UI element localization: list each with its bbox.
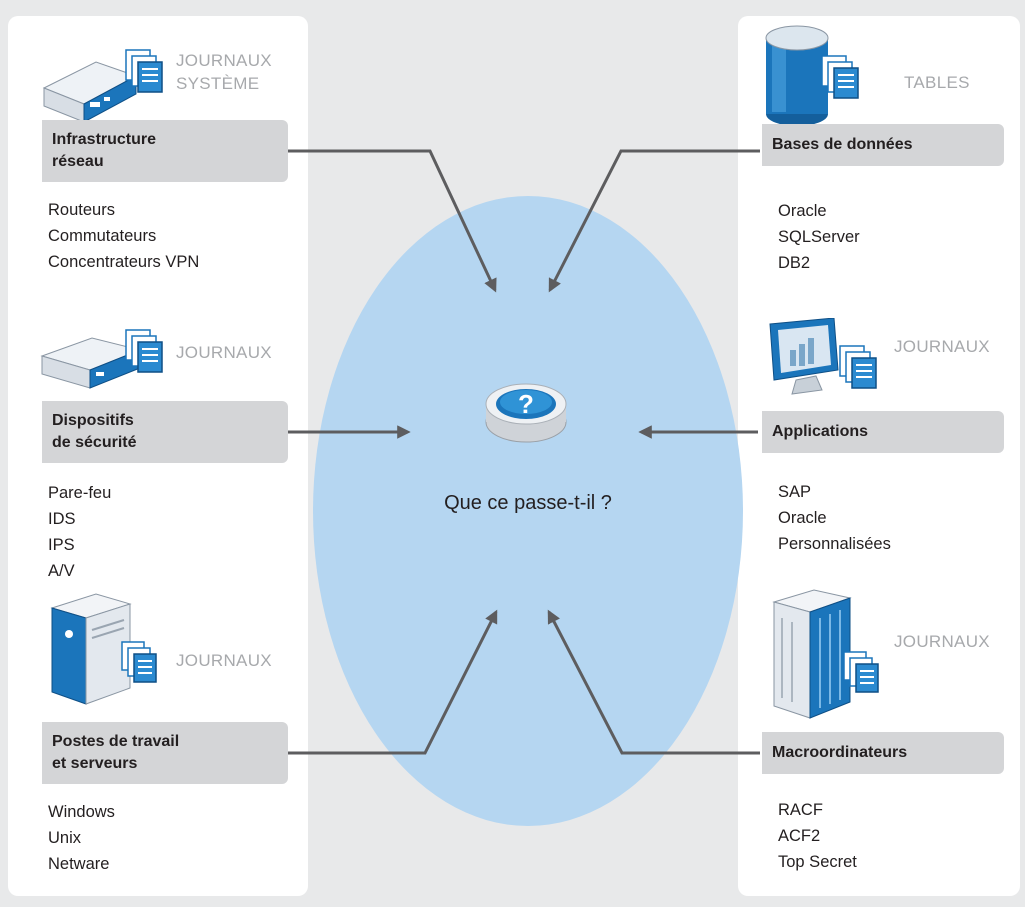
list-item: Routeurs [48,201,115,219]
tag-databases: TABLES [904,73,970,92]
list-applications: SAP Oracle Personnalisées [778,479,891,557]
list-databases: Oracle SQLServer DB2 [778,198,860,276]
network-appliance-icon [40,42,170,127]
database-cylinder-icon [762,22,882,137]
header-mainframes: Macroordinateurs [762,732,1004,774]
list-item: Windows [48,803,115,821]
list-infrastructure: Routeurs Commutateurs Concentrateurs VPN [48,197,199,275]
list-workstations: Windows Unix Netware [48,799,115,877]
list-item: SQLServer [778,228,860,246]
server-tower-icon [46,590,176,715]
tag-applications: JOURNAUX [894,337,990,356]
event-circle [313,196,743,826]
list-item: Personnalisées [778,535,891,553]
arrow-workstations [288,609,498,755]
header-applications: Applications [762,411,1004,453]
list-item: RACF [778,801,823,819]
list-item: IDS [48,510,76,528]
svg-text:?: ? [518,389,534,419]
security-appliance-icon [40,326,170,403]
list-item: Netware [48,855,110,873]
monitor-chart-icon [766,317,896,405]
list-security: Pare-feu IDS IPS A/V [48,480,111,584]
list-item: Unix [48,829,82,847]
arrow-mainframes [547,609,760,755]
list-mainframes: RACF ACF2 Top Secret [778,797,857,875]
arrow-infrastructure [288,149,497,293]
list-item: A/V [48,562,75,580]
list-item: Commutateurs [48,227,157,245]
list-item: Concentrateurs VPN [48,253,200,271]
list-item: DB2 [778,254,811,272]
list-item: Top Secret [778,853,857,871]
tag-workstations: JOURNAUX [176,651,272,670]
list-item: Pare-feu [48,484,112,502]
arrow-databases [548,149,760,293]
center-label: Que ce passe-t-il ? [444,492,612,514]
header-databases: Bases de données [762,124,1004,166]
list-item: ACF2 [778,827,821,845]
list-item: Oracle [778,509,827,527]
question-disc-icon: ? [485,383,567,443]
tag-security: JOURNAUX [176,343,272,362]
list-item: IPS [48,536,75,554]
mainframe-icon [770,588,900,725]
tag-mainframes: JOURNAUX [894,632,990,651]
list-item: SAP [778,483,812,501]
list-item: Oracle [778,202,827,220]
